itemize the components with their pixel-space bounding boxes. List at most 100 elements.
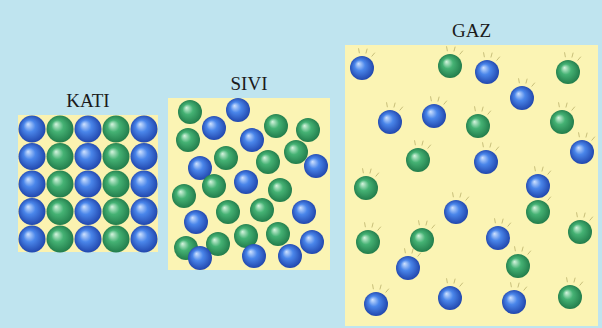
particle: [19, 171, 46, 198]
motion-line: [394, 103, 395, 108]
motion-line: [380, 285, 381, 290]
motion-line: [508, 223, 511, 227]
motion-line: [372, 284, 374, 289]
motion-line: [412, 249, 413, 254]
particle: [131, 143, 158, 170]
motion-line: [483, 52, 485, 57]
motion-line: [488, 111, 491, 115]
motion-line: [518, 283, 519, 288]
particle: [438, 54, 462, 78]
particle: [216, 200, 240, 224]
motion-line: [362, 168, 364, 173]
motion-line: [482, 107, 483, 112]
particle: [410, 228, 434, 252]
motion-line: [466, 197, 469, 201]
particle: [558, 285, 582, 309]
motion-line: [510, 282, 512, 287]
particle: [103, 226, 130, 253]
motion-line: [580, 282, 583, 286]
state-label: GAZ: [345, 21, 598, 42]
motion-line: [574, 278, 575, 283]
motion-line: [482, 142, 484, 147]
motion-line: [494, 218, 496, 223]
particle: [364, 292, 388, 316]
particle: [556, 60, 580, 84]
motion-line: [400, 107, 403, 111]
motion-line: [430, 96, 432, 101]
particle: [47, 116, 74, 143]
motion-line: [446, 278, 448, 283]
motion-line: [566, 277, 568, 282]
motion-line: [522, 247, 523, 252]
particle: [131, 171, 158, 198]
motion-line: [564, 52, 566, 57]
particle: [75, 171, 102, 198]
particle: [250, 198, 274, 222]
particle: [131, 116, 158, 143]
motion-line: [590, 217, 593, 221]
particle: [350, 56, 374, 80]
particle: [292, 200, 316, 224]
state-label: SIVI: [168, 74, 330, 95]
particle: [266, 222, 290, 246]
gas-panel: [345, 45, 598, 326]
motion-line: [578, 57, 581, 61]
particle: [570, 140, 594, 164]
solid-panel: [18, 115, 158, 252]
motion-line: [418, 220, 420, 225]
motion-line: [497, 57, 500, 61]
particle: [47, 198, 74, 225]
particle: [256, 150, 280, 174]
particle: [438, 286, 462, 310]
particle: [75, 226, 102, 253]
particle: [202, 116, 226, 140]
particle: [396, 256, 420, 280]
particle: [304, 154, 328, 178]
particle: [47, 143, 74, 170]
particles: [19, 46, 595, 316]
motion-line: [372, 53, 375, 57]
particle: [75, 143, 102, 170]
motion-line: [528, 251, 531, 255]
particle: [550, 110, 574, 134]
particle: [510, 86, 534, 110]
particle: [75, 116, 102, 143]
particle: [178, 100, 202, 124]
particle: [466, 114, 490, 138]
particle: [526, 174, 550, 198]
particle: [444, 200, 468, 224]
motion-line: [558, 102, 560, 107]
motion-line: [578, 132, 580, 137]
particle: [486, 226, 510, 250]
particle: [103, 171, 130, 198]
motion-line: [586, 133, 587, 138]
motion-line: [532, 83, 535, 87]
particle: [474, 150, 498, 174]
particle: [172, 184, 196, 208]
motion-line: [404, 248, 406, 253]
motion-line: [460, 51, 463, 55]
motion-line: [364, 222, 366, 227]
motion-line: [386, 289, 389, 293]
particle: [19, 198, 46, 225]
motion-line: [358, 48, 360, 53]
particle: [300, 230, 324, 254]
particle: [103, 116, 130, 143]
particle: [268, 178, 292, 202]
particle: [47, 171, 74, 198]
particle: [378, 110, 402, 134]
motion-line: [446, 46, 448, 51]
motion-line: [572, 107, 575, 111]
particle: [502, 290, 526, 314]
solid-state-panel: KATI: [18, 91, 158, 252]
gas-state-panel: GAZ: [345, 21, 598, 326]
motion-line: [490, 143, 491, 148]
particle: [240, 128, 264, 152]
motion-line: [514, 246, 516, 251]
motion-line: [366, 49, 367, 54]
particle: [296, 118, 320, 142]
particle: [19, 226, 46, 253]
motion-line: [372, 223, 373, 228]
